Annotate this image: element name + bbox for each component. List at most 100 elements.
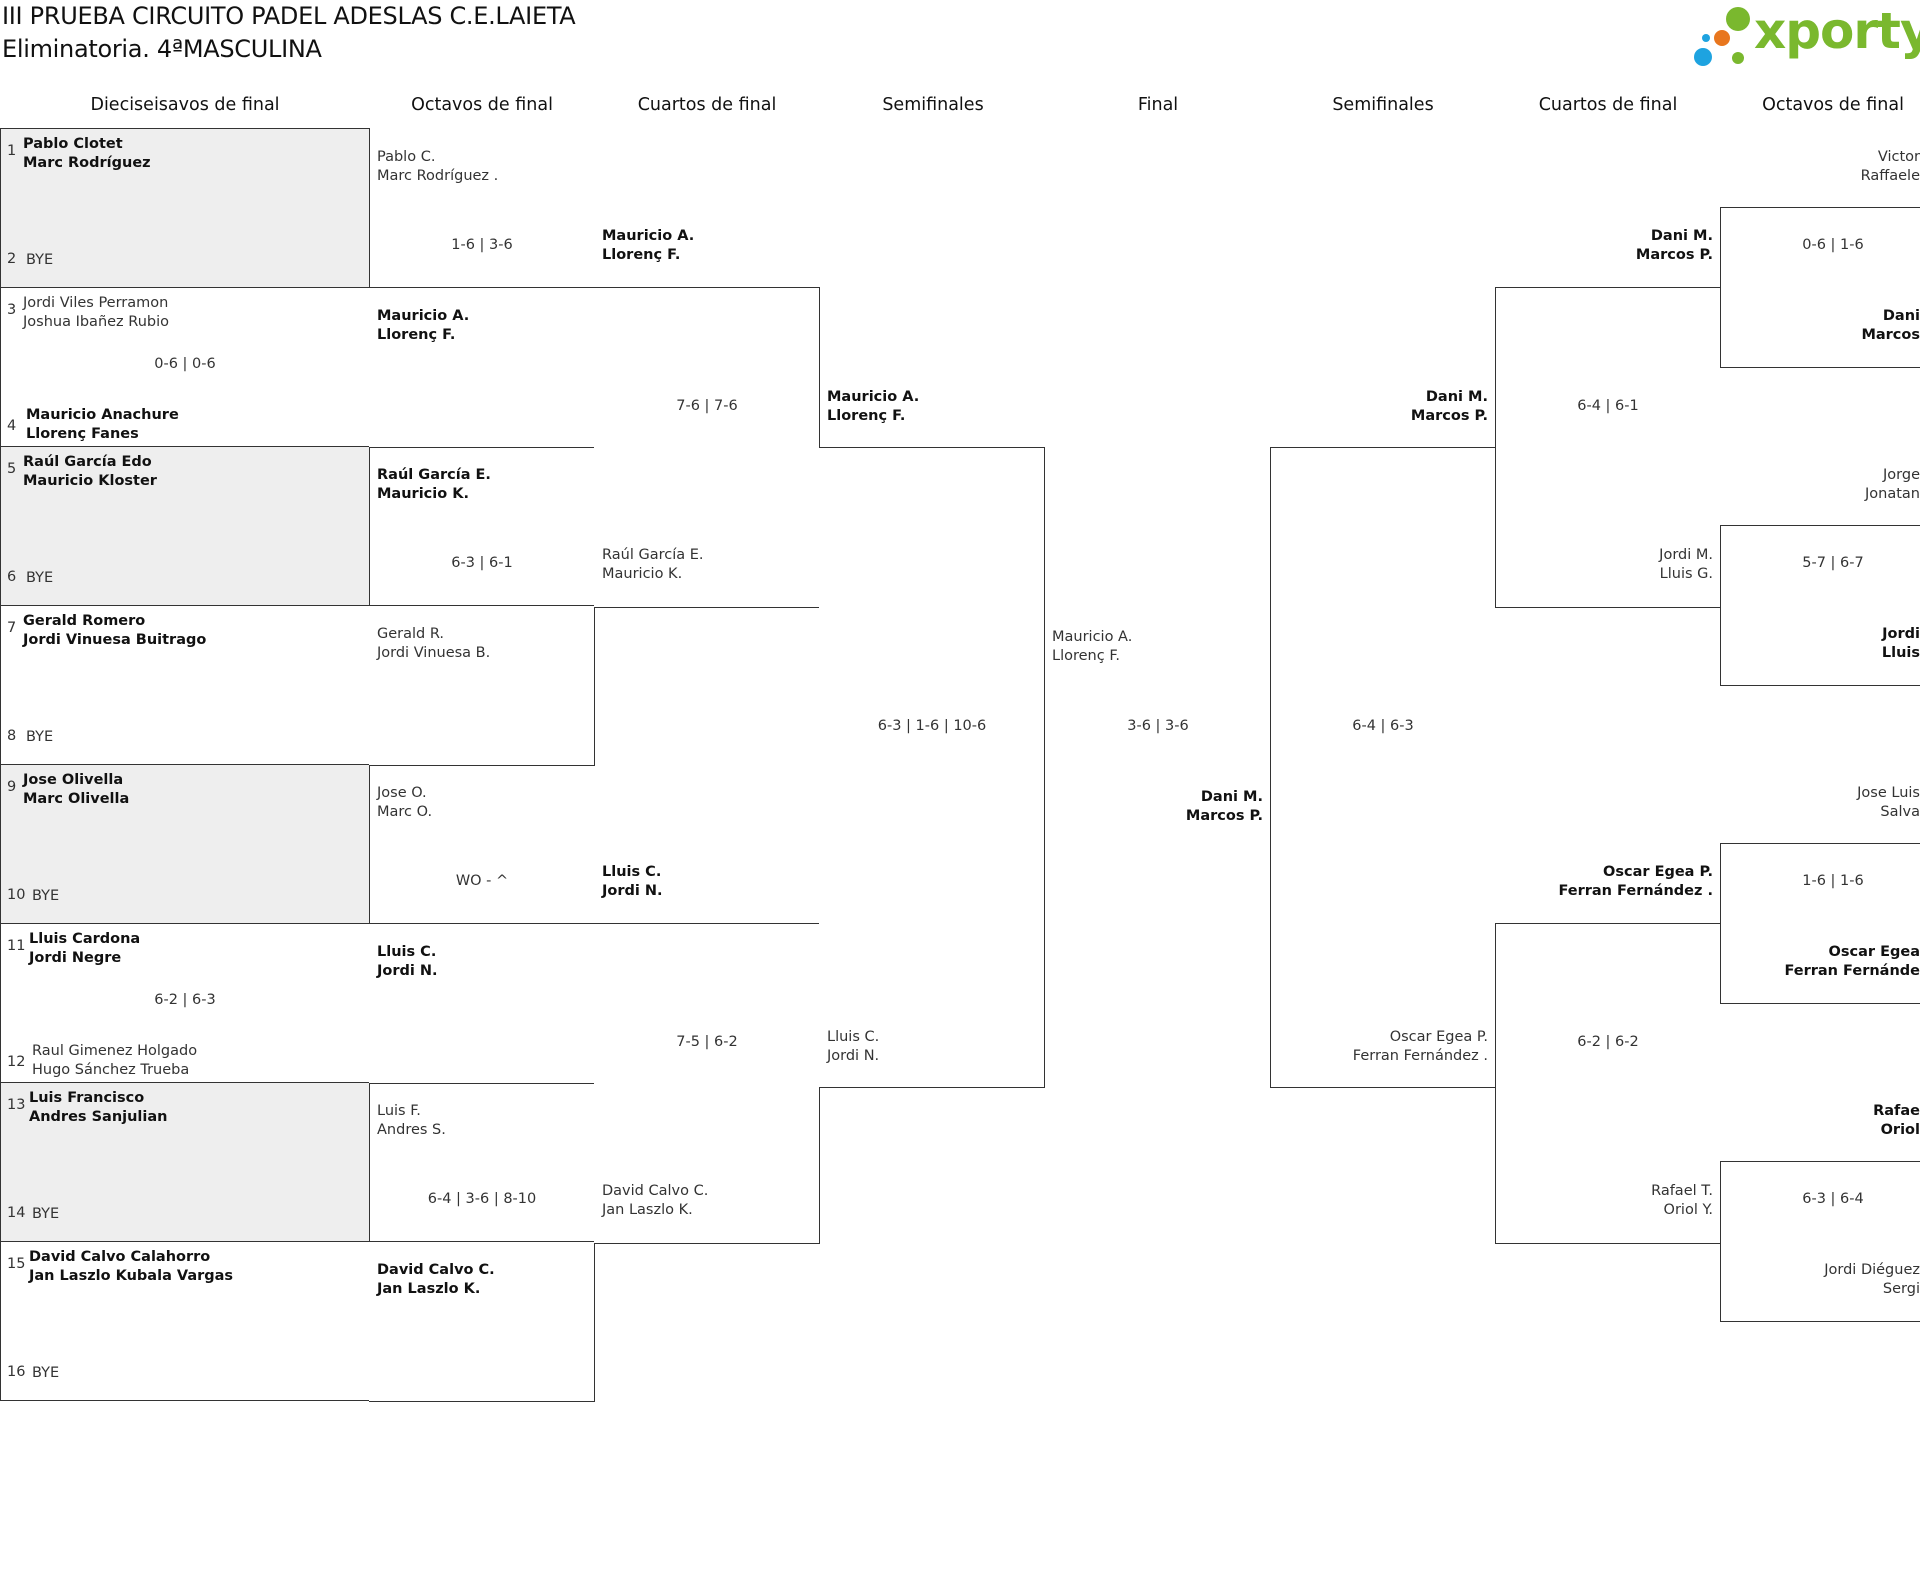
seed-number: 16 (7, 1364, 26, 1380)
r16-team: Mauricio A.Llorenç F. (377, 307, 469, 345)
qf-team-line: Jordi M. (1659, 547, 1713, 563)
sf-team-line: Llorenç F. (827, 408, 906, 424)
sf-team-line: Lluis C. (827, 1029, 880, 1045)
r16-team-line: Mauricio K. (377, 486, 469, 502)
qf-connector (1495, 923, 1721, 1244)
final-team: Dani M. Marcos P. (1186, 788, 1263, 826)
r32-match-box (0, 128, 370, 288)
qf-team-line: David Calvo C. (602, 1183, 709, 1199)
r32-team-line: Jose Olivella (23, 772, 124, 788)
r16-team-line: Jordi N. (377, 963, 438, 979)
sf-team-line: Dani M. (1425, 389, 1488, 405)
seed-number: 14 (7, 1205, 26, 1221)
qf-team: Jordi M. Lluis G. (1659, 546, 1713, 584)
qf-team-line: Ferran Fernández . (1558, 883, 1713, 899)
r16-connector (369, 287, 595, 448)
r32-team-line: BYE (32, 888, 60, 904)
sf-team-line: Ferran Fernández . (1352, 1048, 1488, 1064)
r32-team-line: Pablo Clotet (23, 136, 123, 152)
r16-team-line: David Calvo C. (377, 1262, 495, 1278)
seed-number: 7 (7, 620, 17, 636)
r32-team-line: Jordi Vinuesa Buitrago (23, 632, 207, 648)
qf-connector (1495, 287, 1721, 608)
seed-number: 6 (7, 569, 17, 585)
r32-team: BYE (32, 1205, 59, 1224)
r32-team: BYE (26, 728, 53, 747)
r16-connector (369, 923, 595, 1084)
seed-number: 5 (7, 461, 17, 477)
r32-team-line: Jordi Negre (29, 950, 122, 966)
column-header: Cuartos de final (1538, 95, 1678, 115)
r32-match-box (0, 1082, 370, 1242)
sf-team-line: Oscar Egea P. (1389, 1029, 1488, 1045)
logo-dot-tiny-blue (1702, 34, 1710, 42)
r16-team: Pablo C. Marc Rodríguez . (377, 148, 498, 186)
r16-team-line: Marcos (1861, 327, 1920, 343)
r16-connector (1720, 525, 1920, 686)
final-team-line: Llorenç F. (1052, 648, 1120, 664)
sf-team-line: Marcos P. (1410, 408, 1488, 424)
seed-number: 12 (7, 1054, 26, 1070)
sf-team: Oscar Egea P. Ferran Fernández . (1353, 1028, 1488, 1066)
r16-team-line: Jorge (1883, 467, 1920, 483)
qf-team: Lluis C.Jordi N. (602, 863, 663, 901)
seed-number: 2 (7, 251, 17, 267)
match-score: 0-6 | 0-6 (154, 356, 216, 372)
sf-connector (819, 447, 1045, 1088)
r32-match-box (0, 287, 370, 447)
r32-team-line: Mauricio Kloster (23, 473, 157, 489)
seed-number: 8 (7, 728, 17, 744)
r16-team-line: Lluis C. (377, 944, 437, 960)
r16-connector (369, 1241, 595, 1402)
r32-team-line: Raul Gimenez Holgado (32, 1043, 198, 1059)
r16-team-line: Sergi (1882, 1281, 1920, 1297)
match-score: 3-6 | 3-6 (1127, 718, 1189, 734)
r32-team-line: Llorenç Fanes (26, 426, 139, 442)
qf-team-line: Marcos P. (1635, 247, 1713, 263)
column-header: Semifinales (882, 95, 984, 115)
qf-team-line: Lluis C. (602, 864, 662, 880)
r32-match-box (0, 923, 370, 1083)
final-team: Mauricio A.Llorenç F. (1052, 628, 1132, 666)
sf-team: Mauricio A.Llorenç F. (827, 388, 919, 426)
r16-connector (1720, 843, 1920, 1004)
final-team-line: Marcos P. (1185, 808, 1263, 824)
r16-team-line: Luis F. (377, 1103, 421, 1119)
r16-team-line: Pablo C. (377, 149, 436, 165)
logo-dot-small-green (1732, 52, 1744, 64)
column-header: Semifinales (1332, 95, 1434, 115)
logo-dot-green (1726, 7, 1750, 31)
r32-team-line: Marc Rodríguez (23, 155, 151, 171)
r32-team: BYE (32, 1364, 59, 1383)
match-score: 6-3 | 6-4 (1802, 1191, 1864, 1207)
r32-team-line: David Calvo Calahorro (29, 1249, 211, 1265)
r32-team-line: Mauricio Anachure (26, 407, 179, 423)
final-team-line: Dani M. (1200, 789, 1263, 805)
seed-number: 3 (7, 302, 17, 318)
match-score: 6-4 | 6-1 (1577, 398, 1639, 414)
r16-team-line: Jordi (1882, 626, 1920, 642)
r16-team-line: Marc Rodríguez . (377, 168, 499, 184)
r16-team-line: Jordi Vinuesa B. (377, 645, 491, 661)
logo-text: xporty (1754, 2, 1920, 60)
qf-team: Raúl García E.Mauricio K. (602, 546, 704, 584)
column-header: Final (1137, 95, 1179, 115)
r32-team-line: Marc Olivella (23, 791, 130, 807)
qf-team: Mauricio A.Llorenç F. (602, 227, 694, 265)
match-score: 1-6 | 3-6 (451, 237, 513, 253)
qf-team-line: Lluis G. (1659, 566, 1713, 582)
match-score: 5-7 | 6-7 (1802, 555, 1864, 571)
qf-team-line: Llorenç F. (602, 247, 681, 263)
match-score: 6-2 | 6-2 (1577, 1034, 1639, 1050)
r16-team-line: Salva (1880, 804, 1920, 820)
